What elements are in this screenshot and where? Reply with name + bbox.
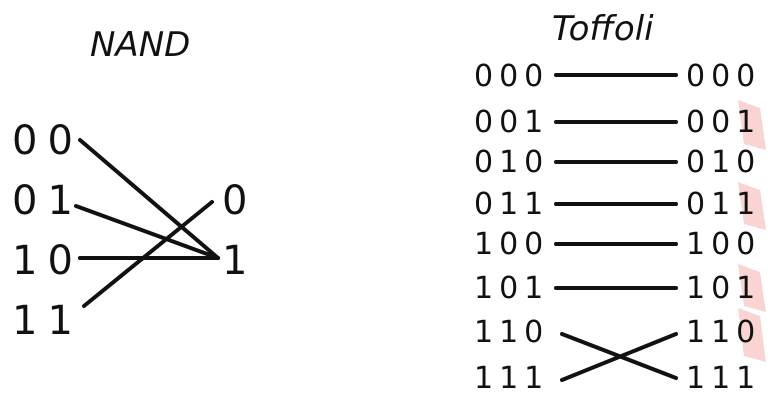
- toffoli-output-101: 101: [686, 271, 761, 306]
- nand-wire-11-to-0: [82, 200, 214, 308]
- nand-input-11: 11: [12, 298, 83, 344]
- nand-input-01: 01: [12, 178, 83, 224]
- toffoli-input-111: 111: [474, 361, 549, 396]
- nand-title: NAND: [90, 25, 190, 65]
- toffoli-input-110: 110: [474, 315, 549, 350]
- nand-output-1: 1: [222, 238, 257, 284]
- toffoli-input-010: 010: [474, 145, 549, 180]
- toffoli-output-000: 000: [686, 59, 761, 94]
- highlight-101-bit: [738, 264, 766, 312]
- highlight-110-bit: [738, 308, 766, 362]
- toffoli-input-001: 001: [474, 105, 549, 140]
- toffoli-output-010: 010: [686, 145, 761, 180]
- toffoli-input-000: 000: [474, 59, 549, 94]
- nand-output-0: 0: [222, 178, 257, 224]
- nand-wire-01-to-1: [74, 204, 220, 260]
- nand-input-00: 00: [12, 118, 83, 164]
- toffoli-input-101: 101: [474, 271, 549, 306]
- toffoli-input-011: 011: [474, 187, 549, 222]
- nand-panel: NAND 00 01 10 11 0 1: [12, 25, 257, 344]
- toffoli-output-001: 001: [686, 105, 761, 140]
- toffoli-output-111: 111: [686, 361, 761, 396]
- toffoli-output-110: 110: [686, 315, 761, 350]
- nand-wire-00-to-1: [78, 138, 220, 260]
- toffoli-wire-111-to-110: [560, 332, 678, 382]
- highlight-001-bit: [738, 100, 766, 150]
- toffoli-input-100: 100: [474, 227, 549, 262]
- toffoli-panel: Toffoli 000 001 010 011 100 101 110 111 …: [474, 9, 766, 396]
- toffoli-title: Toffoli: [552, 9, 654, 49]
- toffoli-output-011: 011: [686, 187, 761, 222]
- highlight-011-bit: [738, 182, 766, 230]
- toffoli-output-100: 100: [686, 227, 761, 262]
- nand-input-10: 10: [12, 238, 83, 284]
